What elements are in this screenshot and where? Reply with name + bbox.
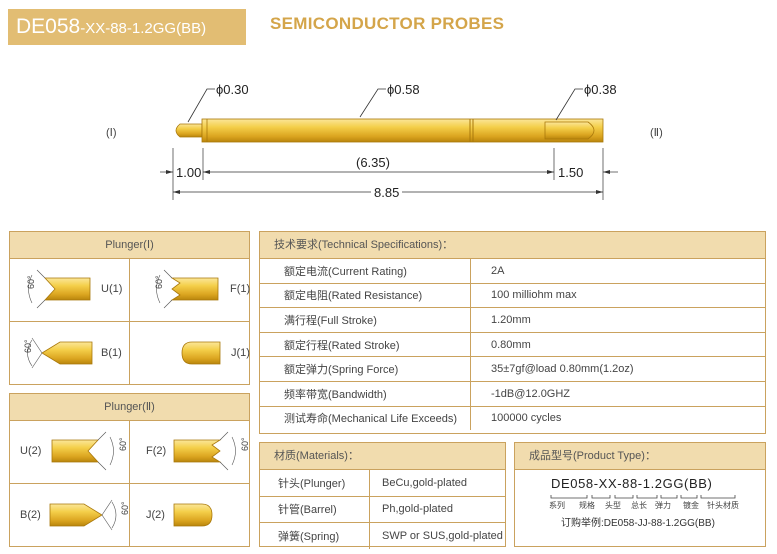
spec-key: 额定电阻(Rated Resistance): [260, 283, 471, 309]
model-number-badge: DE058-XX-88-1.2GG(BB): [8, 9, 246, 45]
material-value: BeCu,gold-plated: [369, 470, 505, 497]
right-plunger-tip: [544, 121, 595, 140]
page-title: SEMICONDUCTOR PROBES: [270, 14, 505, 33]
spec-key: 测试寿命(Mechanical Life Exceeds): [260, 406, 471, 431]
svg-text:60°: 60°: [240, 437, 249, 451]
spec-value: 2A: [470, 259, 765, 284]
model-main: DE058: [16, 15, 81, 38]
tip-b-icon: 60°: [23, 337, 93, 369]
spec-row: 额定电流(Current Rating)2A: [260, 259, 765, 284]
spec-row: 额定弹力(Spring Force)35±7gf@load 0.80mm(1.2…: [260, 356, 765, 382]
f1-label: F(1): [230, 283, 251, 295]
u1-label: U(1): [101, 283, 123, 295]
tip-u-icon: 60°: [26, 269, 91, 309]
plunger-2-f-cell: F(2) 60°: [130, 420, 249, 484]
len-mid-label: (6.35): [356, 155, 390, 170]
material-row: 针管(Barrel)Ph,gold-plated: [260, 496, 505, 523]
svg-text:60°: 60°: [23, 339, 33, 353]
material-key: 针管(Barrel): [260, 496, 370, 523]
material-row: 针头(Plunger)BeCu,gold-plated: [260, 470, 505, 497]
len-total-label: 8.85: [371, 185, 403, 200]
material-key: 针头(Plunger): [260, 470, 370, 497]
plunger-1-panel: Plunger(Ⅰ) 60° U(1) 60° F(1) 60° B(1): [9, 231, 250, 385]
spec-key: 满行程(Full Stroke): [260, 307, 471, 333]
end-label-left: (Ⅰ): [106, 127, 117, 139]
j1-label: J(1): [231, 347, 250, 359]
dia-mid-label: ϕ0.58: [387, 82, 420, 97]
tip-f-icon: 60°: [154, 269, 219, 309]
spec-value: 1.20mm: [470, 307, 765, 333]
probe-drawing: [160, 88, 618, 200]
spec-row: 额定行程(Rated Stroke)0.80mm: [260, 332, 765, 358]
materials-title: 材质(Materials)：: [260, 443, 505, 470]
part-material: 针头材质: [707, 501, 739, 510]
part-force: 弹力: [655, 501, 671, 510]
dia-right-label: ϕ0.38: [584, 82, 617, 97]
tip-b2-icon: 60°: [49, 499, 130, 531]
spec-value: 35±7gf@load 0.80mm(1.2oz): [470, 356, 765, 382]
product-code-brackets: [550, 495, 736, 499]
end-label-right: (Ⅱ): [650, 127, 663, 139]
spec-row: 满行程(Full Stroke)1.20mm: [260, 307, 765, 333]
part-spec: 规格: [579, 501, 595, 510]
barrel: [201, 118, 604, 143]
plunger-2-u-cell: U(2) 60°: [10, 420, 130, 484]
svg-text:60°: 60°: [154, 275, 164, 289]
tip-j-icon: [181, 341, 221, 365]
model-suffix: -XX-88-1.2GG(BB): [80, 20, 207, 37]
plunger-1-f-cell: 60° F(1): [130, 258, 251, 322]
spec-value: 0.80mm: [470, 332, 765, 358]
product-type-title: 成品型号(Product Type)：: [515, 443, 765, 470]
material-row: 弹簧(Spring) SWP or SUS,gold-plated: [260, 522, 505, 549]
plunger-2-panel: Plunger(Ⅱ) U(2) 60° F(2) 60° B(2) 60°: [9, 393, 250, 547]
spec-value: -1dB@12.0GHZ: [470, 381, 765, 407]
product-code: DE058-XX-88-1.2GG(BB): [551, 476, 713, 491]
plunger-1-u-cell: 60° U(1): [10, 258, 130, 322]
len-right-label: 1.50: [558, 165, 584, 180]
spec-key: 频率带宽(Bandwidth): [260, 381, 471, 407]
b1-label: B(1): [101, 347, 122, 359]
tech-specs-panel: 技术要求(Technical Specifications)： 额定电流(Cur…: [259, 231, 766, 434]
part-series: 系列: [549, 501, 565, 510]
materials-panel: 材质(Materials)： 针头(Plunger)BeCu,gold-plat…: [259, 442, 506, 549]
material-value: SWP or SUS,gold-plated: [382, 529, 503, 542]
j2-label: J(2): [146, 509, 165, 521]
plunger-2-b-cell: B(2) 60°: [10, 484, 130, 546]
plunger-1-j-cell: J(1): [130, 322, 250, 384]
dia-left-label: ϕ0.30: [216, 82, 249, 97]
order-example: 订购举例:DE058-JJ-88-1.2GG(BB): [561, 518, 715, 529]
plunger-1-title: Plunger(Ⅰ): [10, 232, 249, 259]
spec-key: 额定行程(Rated Stroke): [260, 332, 471, 358]
tech-specs-title: 技术要求(Technical Specifications)：: [260, 232, 765, 259]
svg-text:60°: 60°: [120, 501, 130, 515]
spec-value: 100000 cycles: [491, 412, 562, 425]
f2-label: F(2): [146, 445, 167, 457]
spec-row: 额定电阻(Rated Resistance)100 milliohm max: [260, 283, 765, 309]
b2-label: B(2): [20, 509, 41, 521]
u2-label: U(2): [20, 445, 42, 457]
spec-key: 额定电流(Current Rating): [260, 259, 471, 284]
part-head: 头型: [605, 501, 621, 510]
left-plunger-tip: [175, 123, 203, 138]
plunger-2-j-cell: J(2): [130, 484, 249, 546]
spec-row: 频率带宽(Bandwidth)-1dB@12.0GHZ: [260, 381, 765, 407]
plunger-1-b-cell: 60° B(1): [10, 322, 130, 384]
part-length: 总长: [631, 501, 647, 510]
svg-text:60°: 60°: [118, 437, 128, 451]
tip-f2-icon: 60°: [173, 431, 249, 471]
material-key: 弹簧(Spring): [260, 522, 370, 549]
tip-u2-icon: 60°: [51, 431, 128, 471]
len-left-label: 1.00: [176, 165, 202, 180]
material-value: Ph,gold-plated: [369, 496, 505, 523]
spec-key: 额定弹力(Spring Force): [260, 356, 471, 382]
spec-row: 测试寿命(Mechanical Life Exceeds) 100000 cycl…: [260, 406, 765, 431]
plunger-2-title: Plunger(Ⅱ): [10, 394, 249, 421]
angle-label: 60°: [26, 275, 36, 289]
tip-j2-icon: [173, 503, 213, 527]
spec-value: 100 milliohm max: [470, 283, 765, 309]
product-type-panel: 成品型号(Product Type)： DE058-XX-88-1.2GG(BB…: [514, 442, 766, 547]
part-plating: 镀金: [683, 501, 699, 510]
